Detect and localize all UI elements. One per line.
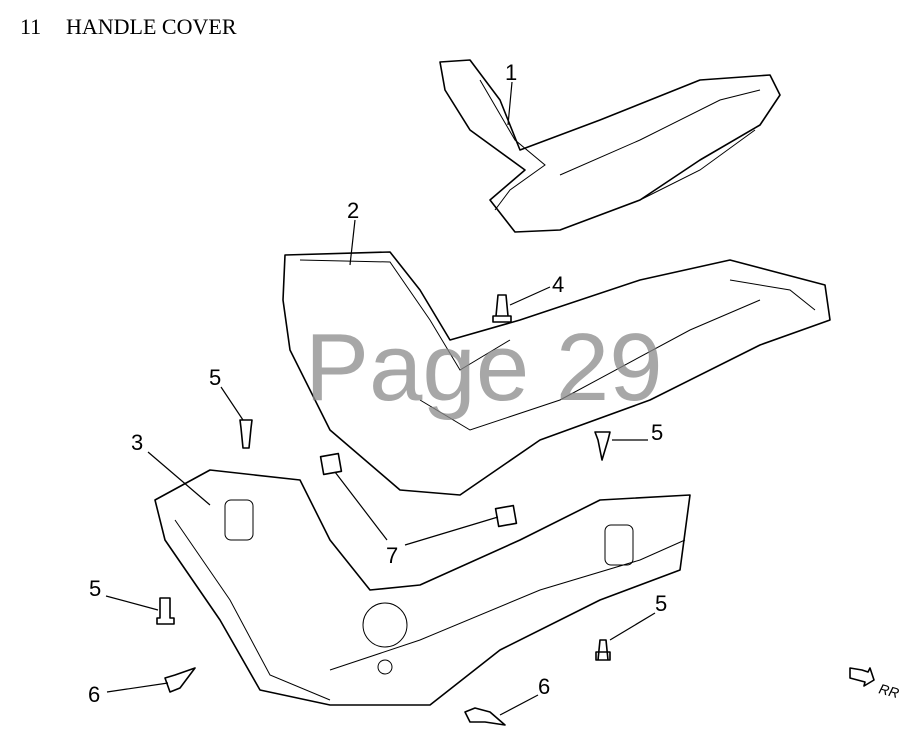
clip-7a <box>319 452 343 476</box>
section-header: 11 HANDLE COVER <box>20 14 237 40</box>
callout-6a: 6 <box>88 682 100 707</box>
screw-4 <box>492 294 512 323</box>
part-3-lower-cover <box>154 469 691 706</box>
direction-marker: RR <box>849 667 901 701</box>
callout-5d: 5 <box>655 591 667 616</box>
part-2-front-cover <box>282 251 831 496</box>
section-number: 11 <box>20 14 42 39</box>
screw-5b <box>594 431 611 461</box>
section-title: HANDLE COVER <box>66 14 237 39</box>
callout-2: 2 <box>347 198 359 223</box>
page-watermark: Page 29 <box>305 314 663 421</box>
callout-5a: 5 <box>209 365 221 390</box>
part-1-upper-cover <box>439 59 781 233</box>
callout-6b: 6 <box>538 674 550 699</box>
callout-3: 3 <box>131 430 143 455</box>
callout-4: 4 <box>552 272 564 297</box>
callout-5b: 5 <box>651 420 663 445</box>
callout-1: 1 <box>505 60 517 85</box>
arrow-icon <box>849 667 875 687</box>
screw-5a <box>239 419 253 449</box>
screw-6b <box>464 707 506 726</box>
screw-5c <box>156 597 175 625</box>
screw-5d <box>595 639 611 661</box>
fasteners <box>156 294 611 726</box>
callout-7: 7 <box>386 543 398 568</box>
leader-lines <box>105 81 656 716</box>
callout-5c: 5 <box>89 576 101 601</box>
clip-7b <box>494 504 518 528</box>
screw-6a <box>164 667 196 693</box>
direction-label: RR <box>877 680 901 701</box>
